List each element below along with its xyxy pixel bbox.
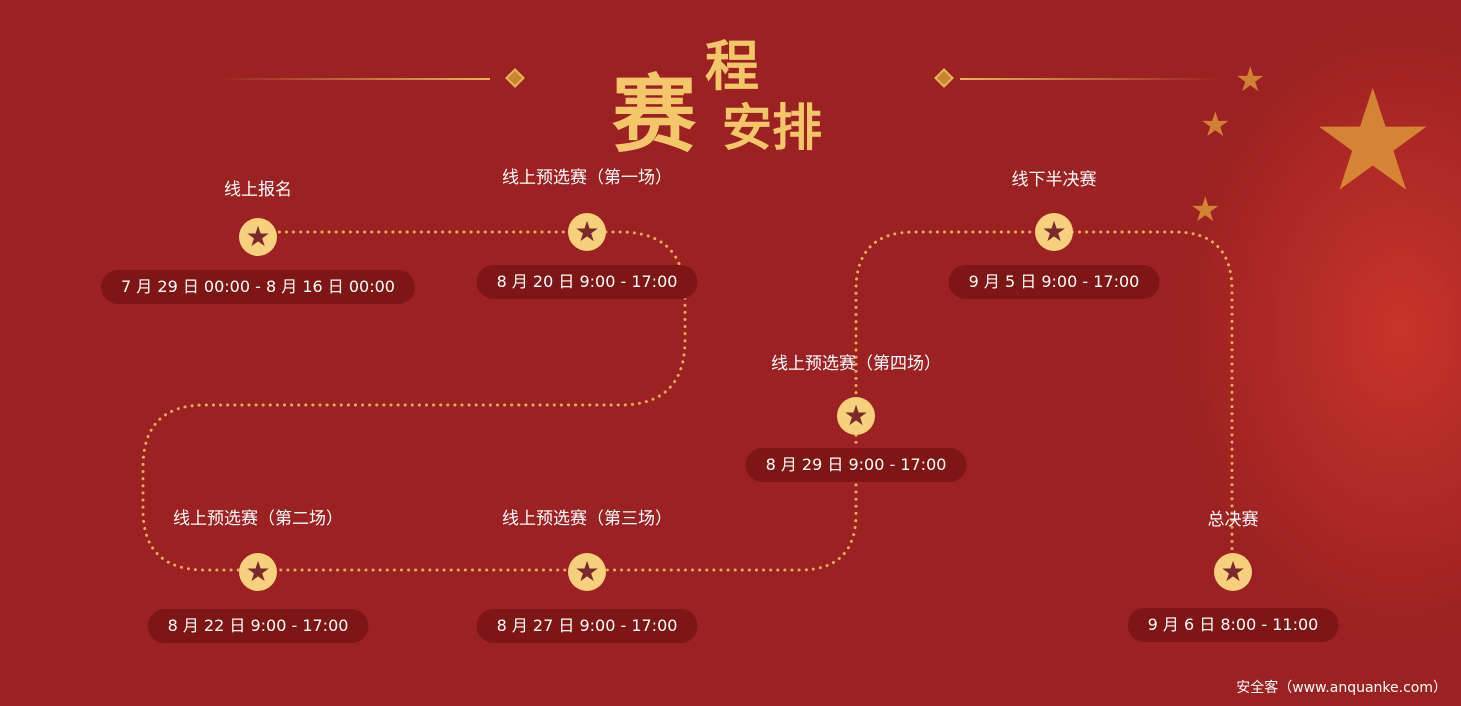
- star-icon: ★: [568, 553, 606, 591]
- star-icon: ★: [1214, 553, 1252, 591]
- title-small-char: 程: [705, 34, 759, 98]
- stage-name: 线上预选赛（第三场）: [502, 509, 672, 529]
- star-icon: ★: [568, 213, 606, 251]
- flag-star-icon: ★: [1235, 60, 1266, 100]
- stage-time: 9 月 5 日 9:00 - 17:00: [948, 265, 1160, 299]
- stage-time: 8 月 20 日 9:00 - 17:00: [476, 265, 698, 299]
- stage-name: 线上报名: [224, 180, 292, 200]
- stage-name: 线上预选赛（第一场）: [502, 168, 672, 188]
- title-big-char: 赛: [612, 65, 697, 164]
- stage-name: 线下半决赛: [1011, 170, 1097, 190]
- stage-time: 7 月 29 日 00:00 - 8 月 16 日 00:00: [101, 270, 415, 304]
- title-rest: 安排: [722, 98, 822, 157]
- stage-time: 8 月 29 日 9:00 - 17:00: [745, 448, 967, 482]
- flag-star-icon: ★: [1190, 190, 1221, 230]
- stage-name: 线上预选赛（第二场）: [173, 509, 343, 529]
- star-icon: ★: [837, 397, 875, 435]
- star-icon: ★: [239, 553, 277, 591]
- stage-time: 8 月 27 日 9:00 - 17:00: [476, 609, 698, 643]
- footer-credit: 安全客（www.anquanke.com）: [1236, 680, 1447, 696]
- star-icon: ★: [1035, 213, 1073, 251]
- title-left-line: [215, 78, 490, 80]
- star-icon: ★: [239, 218, 277, 256]
- stage-time: 9 月 6 日 8:00 - 11:00: [1127, 608, 1339, 642]
- stage-name: 总决赛: [1207, 510, 1259, 530]
- flag-star-icon: ★: [1200, 105, 1231, 145]
- stage-time: 8 月 22 日 9:00 - 17:00: [147, 609, 369, 643]
- flag-star-icon: ★: [1310, 60, 1436, 223]
- stage-name: 线上预选赛（第四场）: [771, 354, 941, 374]
